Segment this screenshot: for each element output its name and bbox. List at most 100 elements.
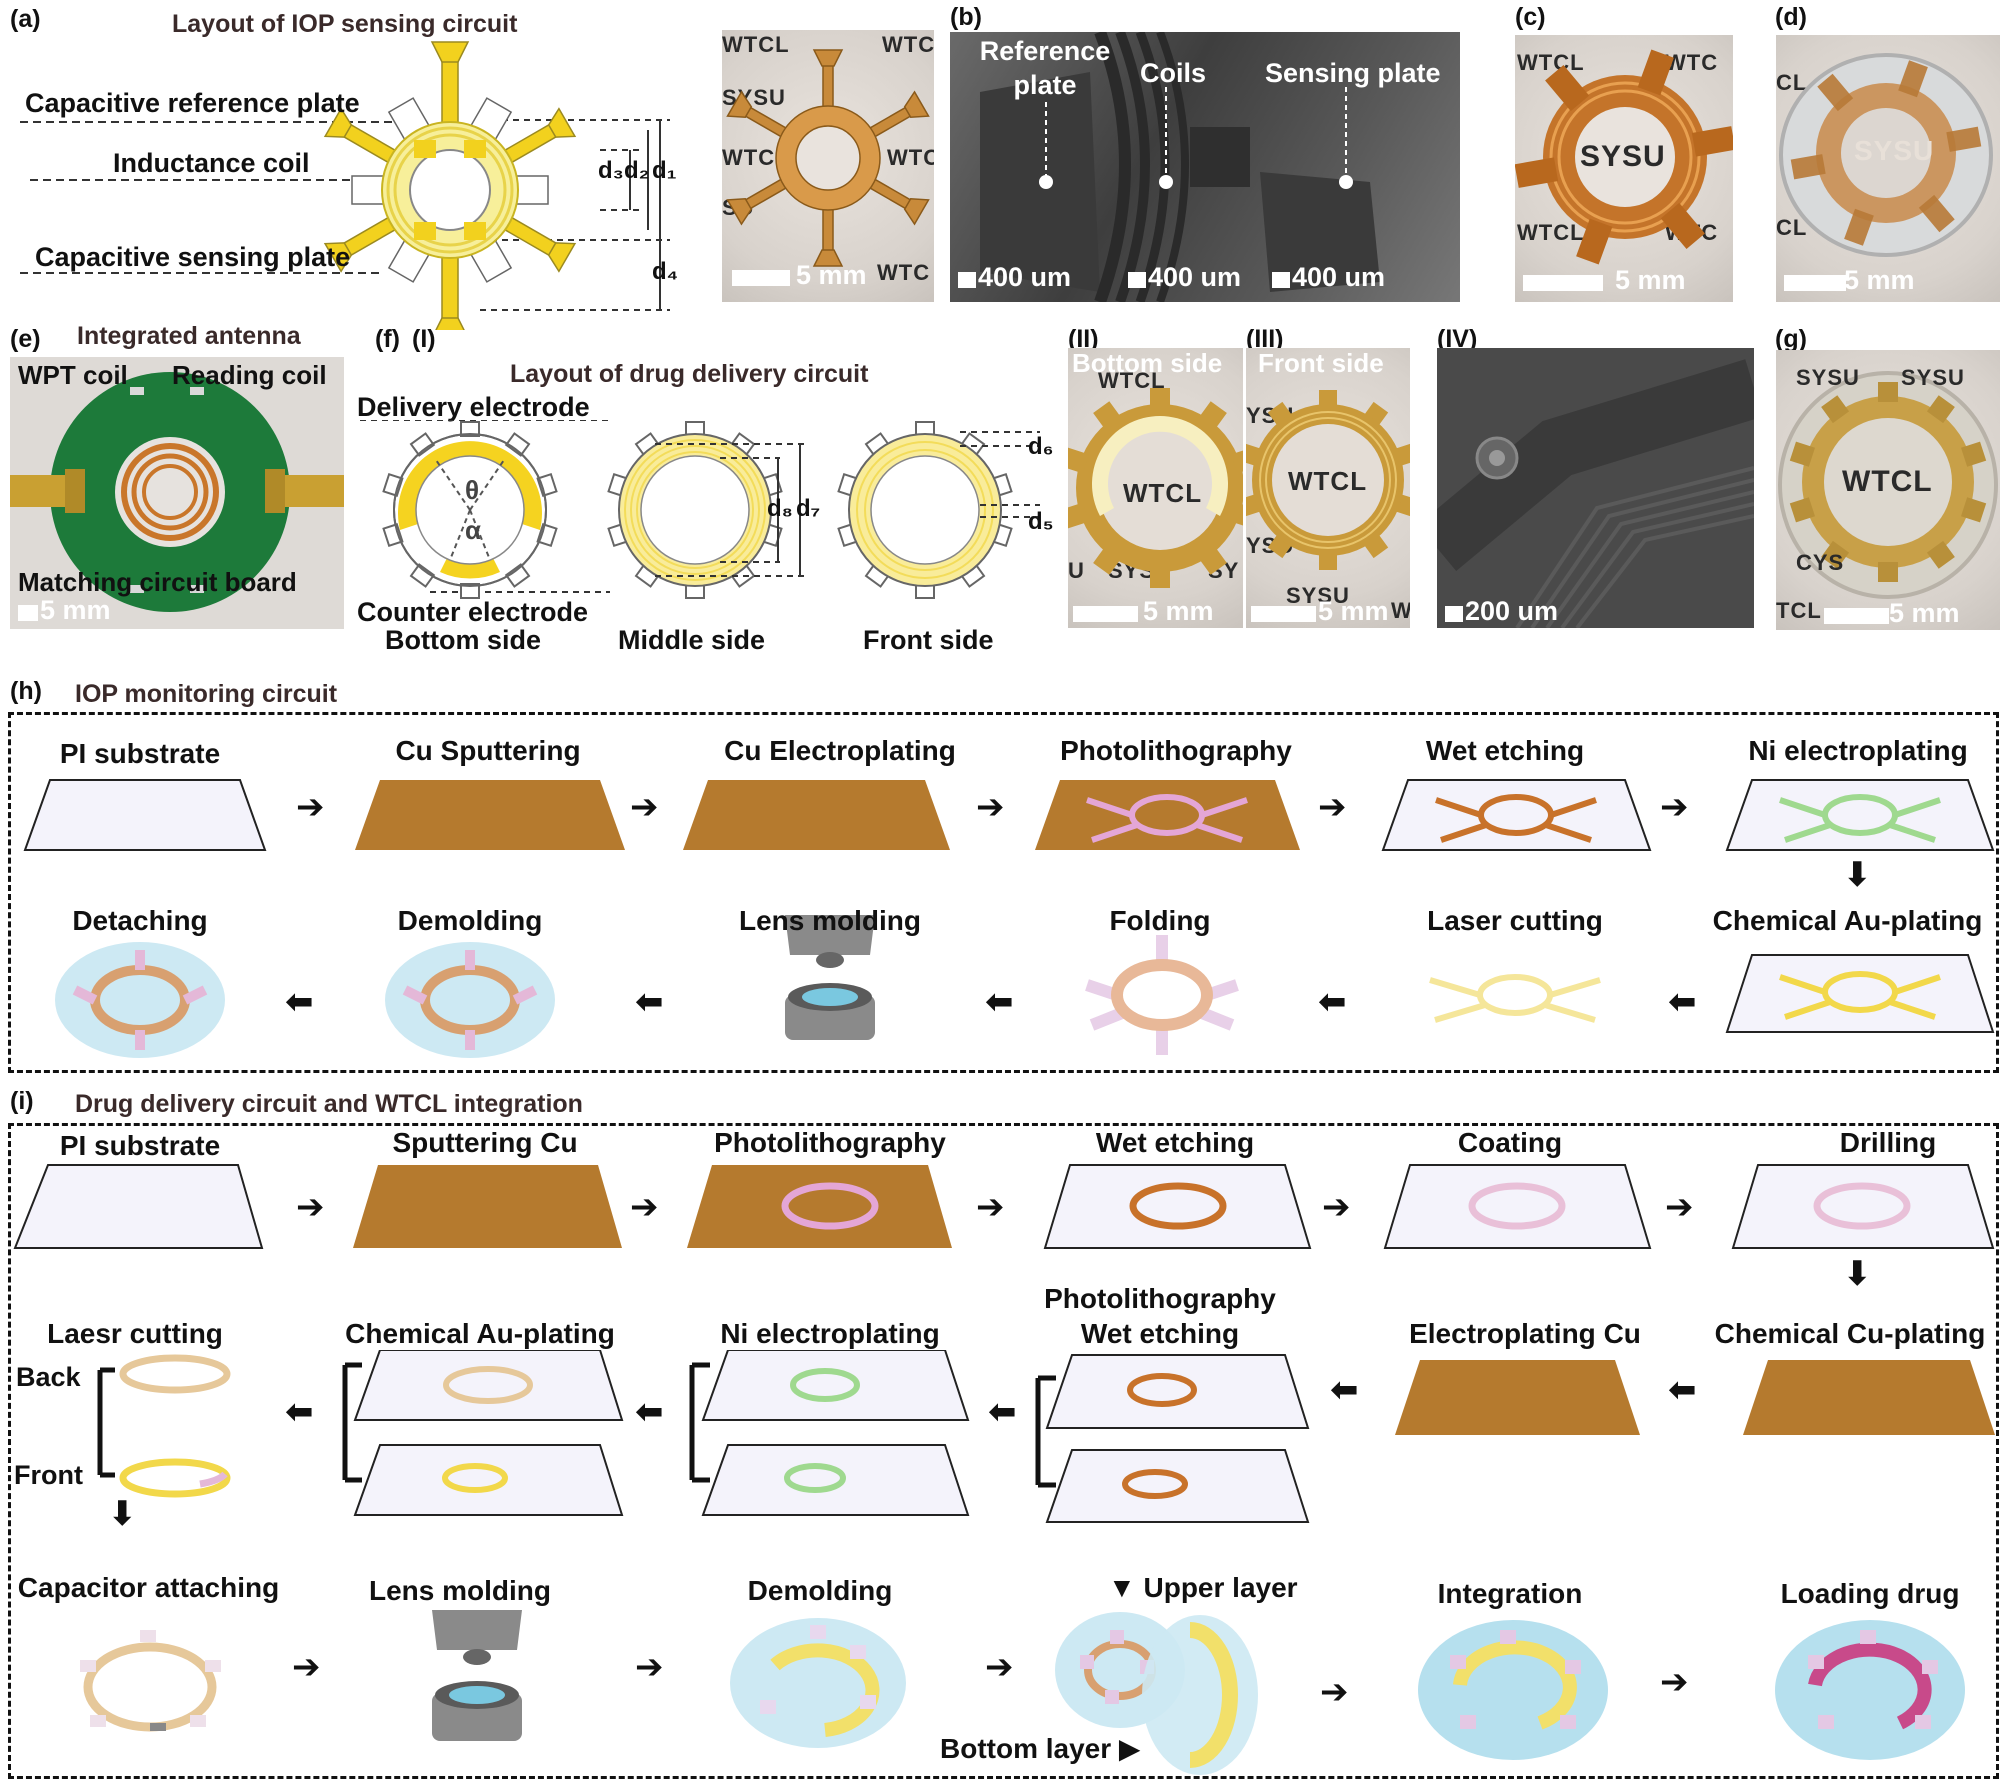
- step-h-pi-substrate: PI substrate: [59, 738, 221, 769]
- label-d8: d₈: [767, 495, 793, 522]
- scale-text-b1: 400 um: [978, 262, 1072, 292]
- drug-circuit-front-photo: YSU YSU SYSU W WTCL Front side 5 mm: [1246, 348, 1410, 628]
- label-alpha: α: [465, 515, 481, 545]
- panel-label-f: (f): [375, 325, 400, 353]
- step-i-upper-layer: ▼ Upper layer: [1108, 1572, 1298, 1603]
- scale-text-e: 5 mm: [40, 595, 111, 625]
- label-d2: d₂: [624, 157, 650, 184]
- iop-process-flow-box: [8, 712, 1999, 1073]
- arrow-right-icon: ➔: [1318, 788, 1347, 826]
- sem-image-sensing-circuit: Reference plate Coils Sensing plate 400 …: [950, 32, 1460, 302]
- label-d1: d₁: [652, 157, 677, 184]
- step-i-ni-electroplating: Ni electroplating: [720, 1318, 940, 1349]
- panel-label-i: (i): [10, 1087, 34, 1115]
- iop-circuit-photo: WTCL WTC SYSU WTC WTCL SU WTC 5 mm: [722, 30, 934, 302]
- arrow-right-icon: ➔: [296, 788, 325, 826]
- scale-text-f4: 200 um: [1465, 596, 1559, 626]
- step-i-demolding: Demolding: [747, 1575, 893, 1606]
- drug-lens-photo: SYSU SYSU WTCL CYS TCL 5 mm: [1776, 350, 2000, 630]
- panel-f-title: Layout of drug delivery circuit: [510, 360, 869, 388]
- step-i-photolithography-2: Photolithography: [1044, 1283, 1276, 1314]
- sem-image-coil-traces: 200 um: [1437, 348, 1754, 628]
- scale-text-f3: 5 mm: [1318, 596, 1389, 626]
- arrow-left-icon: ⬅: [1668, 1371, 1697, 1409]
- label-delivery-electrode: Delivery electrode: [357, 392, 590, 422]
- label-front: Front: [14, 1460, 83, 1490]
- label-front-side: Front side: [863, 625, 994, 655]
- arrow-left-icon: ⬅: [635, 983, 664, 1021]
- label-reading-coil: Reading coil: [172, 360, 327, 390]
- label-d5: d₅: [1028, 508, 1054, 535]
- arrow-right-icon: ➔: [976, 1188, 1005, 1226]
- step-h-laser-cutting: Laser cutting: [1427, 905, 1603, 936]
- arrow-left-icon: ⬅: [985, 983, 1014, 1021]
- drug-delivery-layout-diagram: [360, 420, 1040, 599]
- label-d6: d₆: [1028, 433, 1054, 460]
- arrow-right-icon: ➔: [1322, 1188, 1351, 1226]
- panel-label-e: (e): [10, 325, 41, 353]
- label-sensing-plate: Sensing plate: [1265, 58, 1441, 88]
- arrow-down-icon: ⬇: [108, 1495, 137, 1533]
- drug-process-row1-illustrations: [13, 1164, 1995, 1249]
- scale-text-f2: 5 mm: [1143, 596, 1214, 626]
- arrow-left-icon: ⬅: [285, 1393, 314, 1431]
- panel-label-g: (g): [1775, 325, 1807, 353]
- arrow-down-icon: ⬇: [1843, 856, 1872, 894]
- step-h-ni-electroplating: Ni electroplating: [1748, 735, 1968, 766]
- arrow-right-icon: ➔: [1320, 1673, 1349, 1711]
- arrow-right-icon: ➔: [1660, 1663, 1689, 1701]
- panel-label-d: (d): [1775, 3, 1807, 31]
- arrow-left-icon: ⬅: [635, 1393, 664, 1431]
- step-i-sputtering-cu: Sputtering Cu: [392, 1127, 578, 1158]
- drug-process-row3-illustrations: [80, 1610, 1965, 1775]
- step-i-integration: Integration: [1437, 1578, 1583, 1609]
- step-i-capacitor-attaching: Capacitor attaching: [17, 1572, 280, 1603]
- step-i-lens-molding: Lens molding: [369, 1575, 551, 1606]
- step-h-chemical-au-plating: Chemical Au-plating: [1712, 905, 1983, 936]
- arrow-right-icon: ➔: [630, 1188, 659, 1226]
- drug-process-row2-illustrations: [97, 1350, 1995, 1523]
- arrow-right-icon: ➔: [292, 1648, 321, 1686]
- step-h-wet-etching: Wet etching: [1425, 735, 1585, 766]
- panel-e-title: Integrated antenna: [77, 322, 301, 350]
- step-i-bottom-layer: Bottom layer ▶: [940, 1733, 1141, 1764]
- panel-h-title: IOP monitoring circuit: [75, 680, 338, 708]
- arrow-right-icon: ➔: [985, 1648, 1014, 1686]
- step-h-photolithography: Photolithography: [1060, 735, 1292, 766]
- label-d7: d₇: [796, 495, 821, 522]
- step-i-wet-etching: Wet etching: [1095, 1127, 1255, 1158]
- scale-text-b3: 400 um: [1292, 262, 1386, 292]
- scale-text-c: 5 mm: [1615, 265, 1686, 295]
- step-h-demolding: Demolding: [397, 905, 543, 936]
- step-i-drilling: Drilling: [1839, 1127, 1937, 1158]
- label-d3: d₃: [598, 157, 624, 184]
- label-matching-circuit-board: Matching circuit board: [18, 567, 297, 597]
- step-i-laser-cutting: Laesr cutting: [47, 1318, 223, 1349]
- arrow-left-icon: ⬅: [1668, 983, 1697, 1021]
- scale-bar: [732, 270, 790, 286]
- scale-text-d: 5 mm: [1844, 265, 1915, 295]
- label-back: Back: [16, 1362, 81, 1392]
- arrow-right-icon: ➔: [1665, 1188, 1694, 1226]
- drug-circuit-bottom-photo: WTCL SYSU SY U WTCL Bottom side 5 mm: [1068, 348, 1243, 628]
- step-i-chemical-au-plating: Chemical Au-plating: [345, 1318, 615, 1349]
- label-wpt-coil: WPT coil: [18, 360, 128, 390]
- iop-circuit-folded-photo: WTCL WTC WTCL WTC SYSU 5 mm: [1515, 35, 1733, 302]
- panel-a-title: Layout of IOP sensing circuit: [172, 10, 518, 38]
- panel-label-f-I: (I): [412, 325, 436, 353]
- label-front-side-photo: Front side: [1258, 348, 1384, 378]
- label-counter-electrode: Counter electrode: [357, 597, 589, 627]
- arrow-down-icon: ⬇: [1843, 1255, 1872, 1293]
- step-h-folding: Folding: [1109, 905, 1211, 936]
- scale-text-g: 5 mm: [1889, 598, 1960, 628]
- panel-label-b: (b): [950, 3, 982, 31]
- label-theta: θ: [465, 475, 480, 505]
- step-h-detaching: Detaching: [72, 905, 208, 936]
- integrated-antenna-photo: WPT coil Reading coil Matching circuit b…: [10, 357, 344, 629]
- iop-circuit-layout-diagram: [20, 41, 670, 330]
- label-reference-plate: Reference plate: [979, 36, 1111, 100]
- label-capacitive-sensing-plate: Capacitive sensing plate: [35, 242, 351, 272]
- panel-label-c: (c): [1515, 3, 1546, 31]
- arrow-left-icon: ⬅: [988, 1393, 1017, 1431]
- arrow-left-icon: ⬅: [285, 983, 314, 1021]
